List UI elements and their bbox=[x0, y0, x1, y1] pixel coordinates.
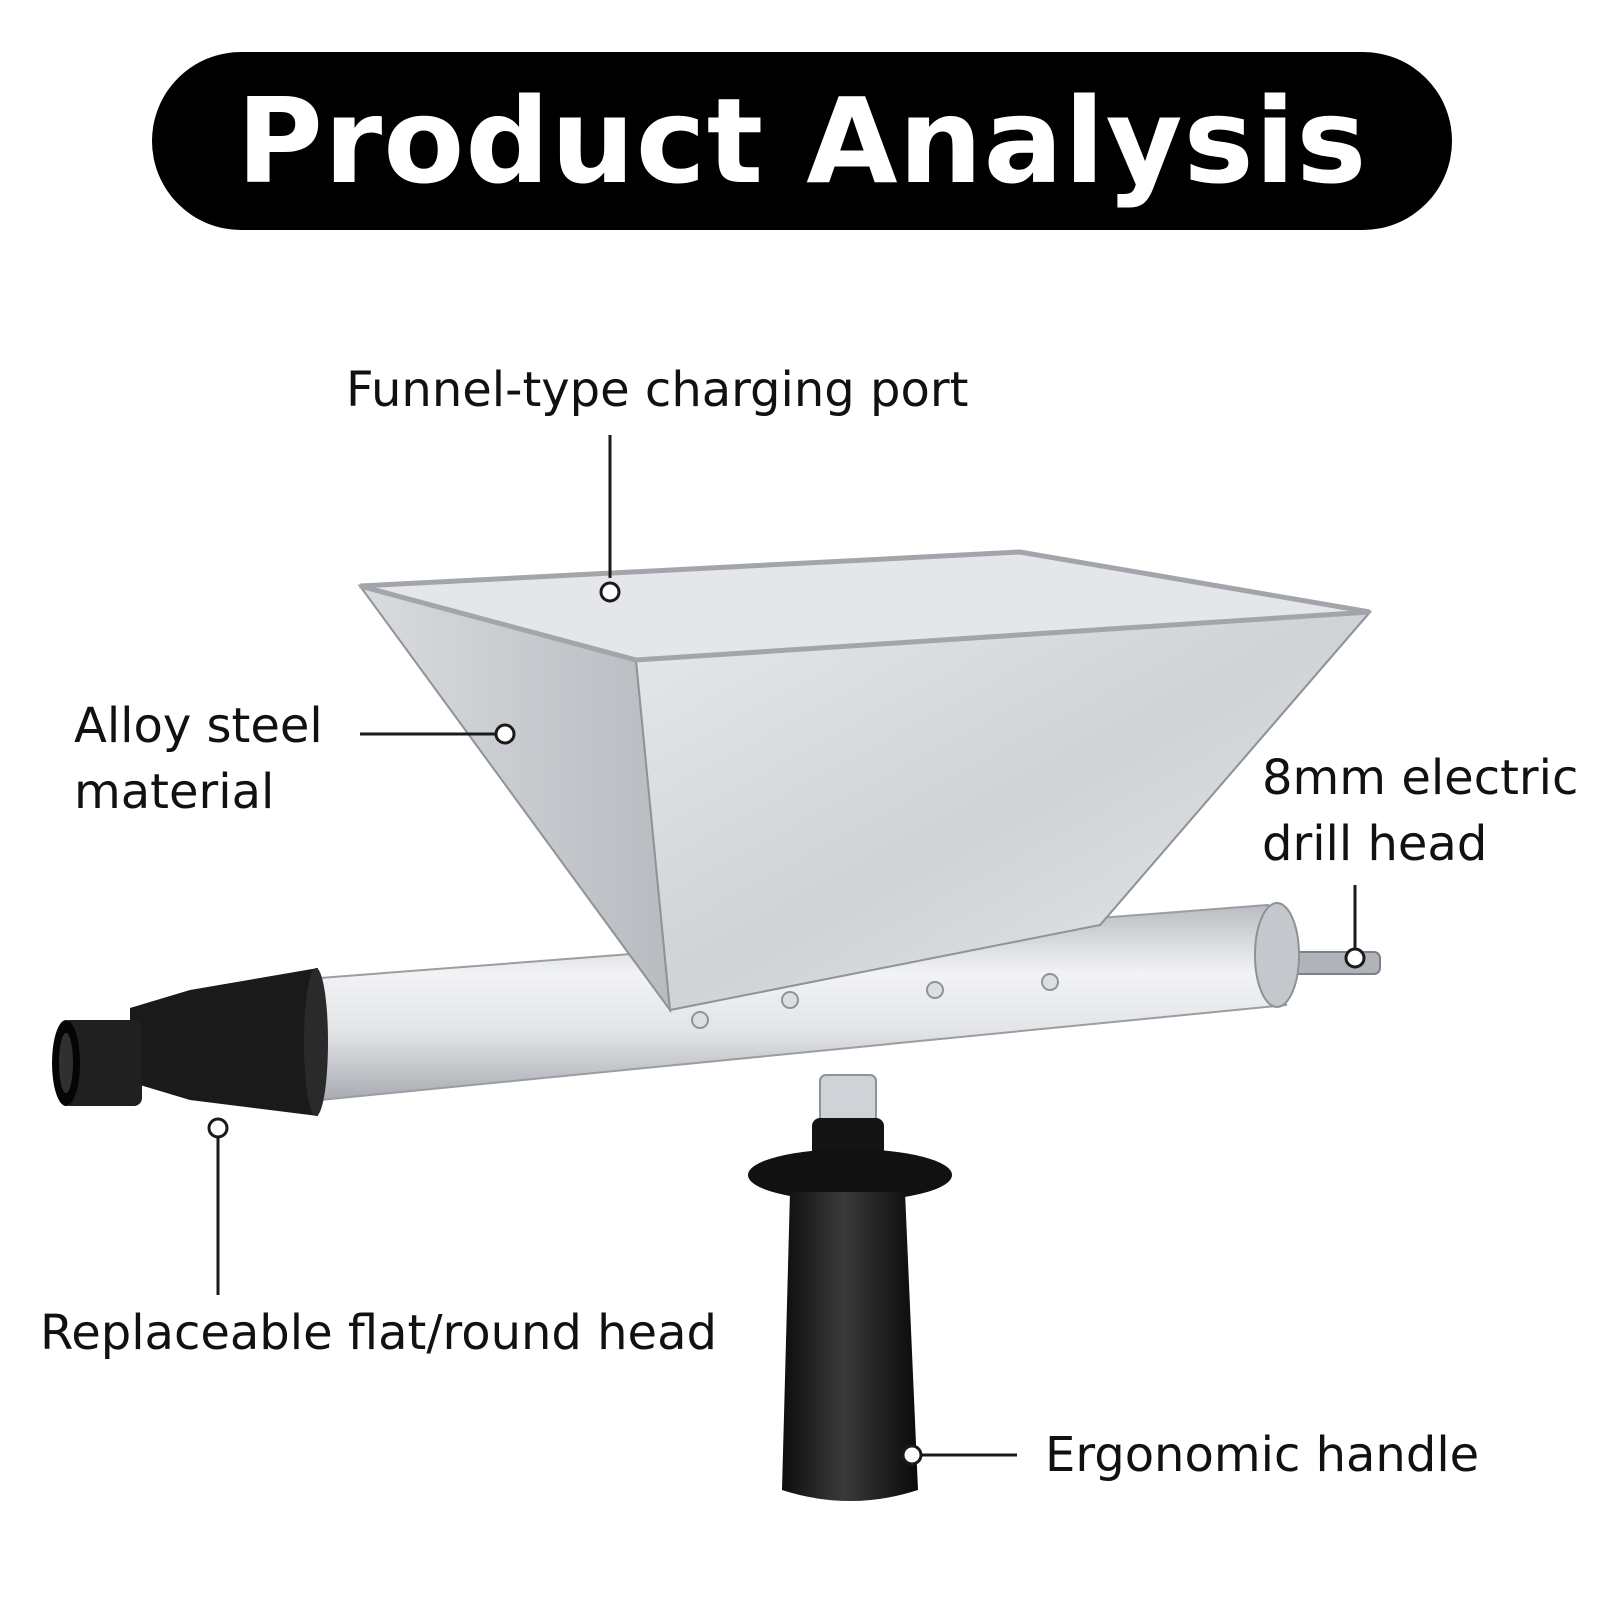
callout-dots bbox=[207, 581, 1366, 1466]
handle bbox=[748, 1074, 952, 1501]
callout-material-label-line2: material bbox=[74, 764, 275, 820]
leader-lines bbox=[216, 435, 1357, 1457]
title-banner: Product Analysis bbox=[152, 52, 1452, 230]
nozzle-head bbox=[52, 968, 328, 1116]
funnel-hopper bbox=[357, 549, 1373, 1029]
callout-funnel-label: Funnel-type charging port bbox=[346, 362, 969, 418]
callout-material-label-line1: Alloy steel bbox=[74, 698, 323, 754]
callout-drill-label-line1: 8mm electric bbox=[1262, 750, 1579, 806]
callout-drill-label-line2: drill head bbox=[1262, 816, 1488, 872]
callout-handle-label: Ergonomic handle bbox=[1045, 1427, 1480, 1483]
page-title: Product Analysis bbox=[236, 72, 1368, 210]
callout-head-label: Replaceable flat/round head bbox=[40, 1305, 717, 1361]
